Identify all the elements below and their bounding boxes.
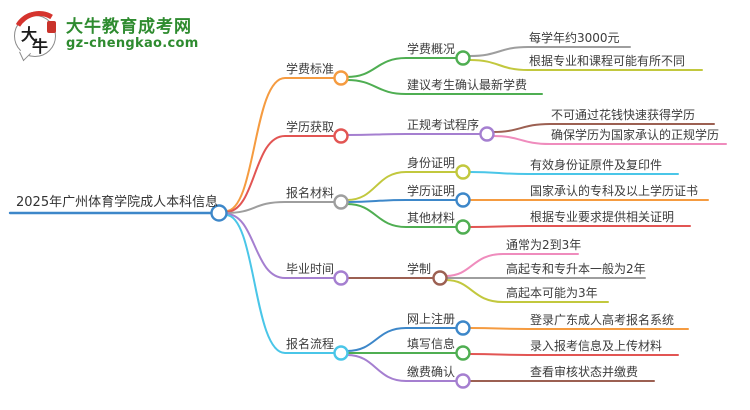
- node-fill-info: 填写信息: [407, 337, 456, 351]
- circle-study-duration: [432, 270, 448, 286]
- circle-root: [210, 204, 228, 222]
- leaf-no-paid-shortcut: 不可通过花钱快速获得学历: [551, 108, 696, 122]
- circle-application-process: [333, 345, 349, 361]
- node-other-materials: 其他材料: [407, 211, 456, 225]
- leaf-2-years: 高起专和专升本一般为2年: [506, 262, 646, 276]
- node-application-process: 报名流程: [286, 337, 335, 351]
- leaf-state-recognized: 确保学历为国家承认的正规学历: [551, 128, 720, 142]
- edge-formal-exam-procedure: [346, 133, 481, 136]
- node-root: 2025年广州体育学院成人本科信息: [16, 195, 219, 210]
- leaf-enter-info: 录入报考信息及上传材料: [530, 339, 663, 353]
- circle-diploma-acquisition: [333, 128, 349, 144]
- leaf-varies-by-major: 根据专业和课程可能有所不同: [529, 54, 686, 68]
- edge-login-system: [469, 327, 689, 330]
- leaf-login-system: 登录广东成人高考报名系统: [530, 313, 675, 327]
- edge-tuition-standard: [225, 77, 335, 212]
- node-education-proof: 学历证明: [407, 184, 456, 198]
- leaf-major-specific-proof: 根据专业要求提供相关证明: [530, 210, 675, 224]
- circle-other-materials: [455, 219, 471, 235]
- circle-formal-exam-procedure: [479, 126, 495, 142]
- leaf-3-years: 高起本可能为3年: [506, 286, 598, 300]
- edge-identity-proof: [346, 171, 457, 201]
- circle-payment-confirmation: [455, 373, 471, 389]
- logo-char-1: 大: [21, 25, 38, 44]
- edge-application-materials: [225, 201, 335, 214]
- edge-3-years: [445, 279, 609, 303]
- edge-other-materials: [346, 203, 457, 228]
- edge-graduation-time: [225, 213, 335, 279]
- circle-application-materials: [333, 194, 349, 210]
- leaf-annual-tuition: 每学年约3000元: [529, 31, 620, 45]
- circle-fill-info: [455, 345, 471, 361]
- site-logo: 大 牛 大牛教育成考网 gz-chengkao.com: [6, 5, 199, 71]
- node-diploma-acquisition: 学历获取: [286, 120, 335, 134]
- logo-red-seal: [47, 21, 56, 33]
- edge-major-specific-proof: [469, 225, 691, 228]
- node-study-duration: 学制: [407, 262, 432, 276]
- edge-tuition-overview: [346, 57, 457, 78]
- circle-tuition-overview: [455, 50, 471, 66]
- node-payment-confirmation: 缴费确认: [407, 365, 456, 379]
- circle-tuition-standard: [333, 70, 349, 86]
- logo-title: 大牛教育成考网: [66, 16, 192, 37]
- circle-online-registration: [455, 320, 471, 336]
- leaf-confirm-latest-tuition: 建议考生确认最新学费: [407, 78, 528, 92]
- circle-education-proof: [455, 192, 471, 208]
- edge-online-registration: [346, 327, 457, 352]
- leaf-recognized-diploma: 国家承认的专科及以上学历证书: [530, 184, 699, 198]
- edge-application-process: [225, 214, 335, 354]
- edge-state-recognized: [492, 135, 727, 145]
- node-formal-exam-procedure: 正规考试程序: [407, 118, 480, 132]
- edge-valid-id: [469, 171, 679, 175]
- leaf-check-status: 查看审核状态并缴费: [530, 365, 639, 379]
- edge-no-paid-shortcut: [492, 123, 715, 133]
- edge-annual-tuition: [469, 46, 631, 57]
- logo-text: 大牛教育成考网 gz-chengkao.com: [66, 16, 199, 52]
- logo-bubble-icon: 大 牛: [6, 5, 72, 71]
- leaf-valid-id: 有效身份证原件及复印件: [530, 158, 663, 172]
- circle-graduation-time: [333, 270, 349, 286]
- logo-domain: gz-chengkao.com: [66, 36, 199, 52]
- circle-identity-proof: [455, 164, 471, 180]
- edge-2-to-3-years: [445, 253, 579, 277]
- edge-education-proof: [346, 199, 457, 203]
- node-online-registration: 网上注册: [407, 312, 456, 326]
- node-graduation-time: 毕业时间: [286, 262, 335, 276]
- edge-payment-confirmation: [346, 354, 457, 382]
- node-application-materials: 报名材料: [286, 186, 335, 200]
- logo-char-2: 牛: [32, 37, 49, 56]
- node-tuition-standard: 学费标准: [286, 62, 335, 76]
- edge-diploma-acquisition: [225, 135, 335, 213]
- edge-varies-by-major: [469, 59, 703, 71]
- node-tuition-overview: 学费概况: [407, 42, 456, 56]
- edge-enter-info: [469, 353, 679, 356]
- leaf-2-to-3-years: 通常为2到3年: [506, 238, 582, 252]
- node-identity-proof: 身份证明: [407, 156, 456, 170]
- edge-confirm-latest-tuition: [346, 79, 543, 95]
